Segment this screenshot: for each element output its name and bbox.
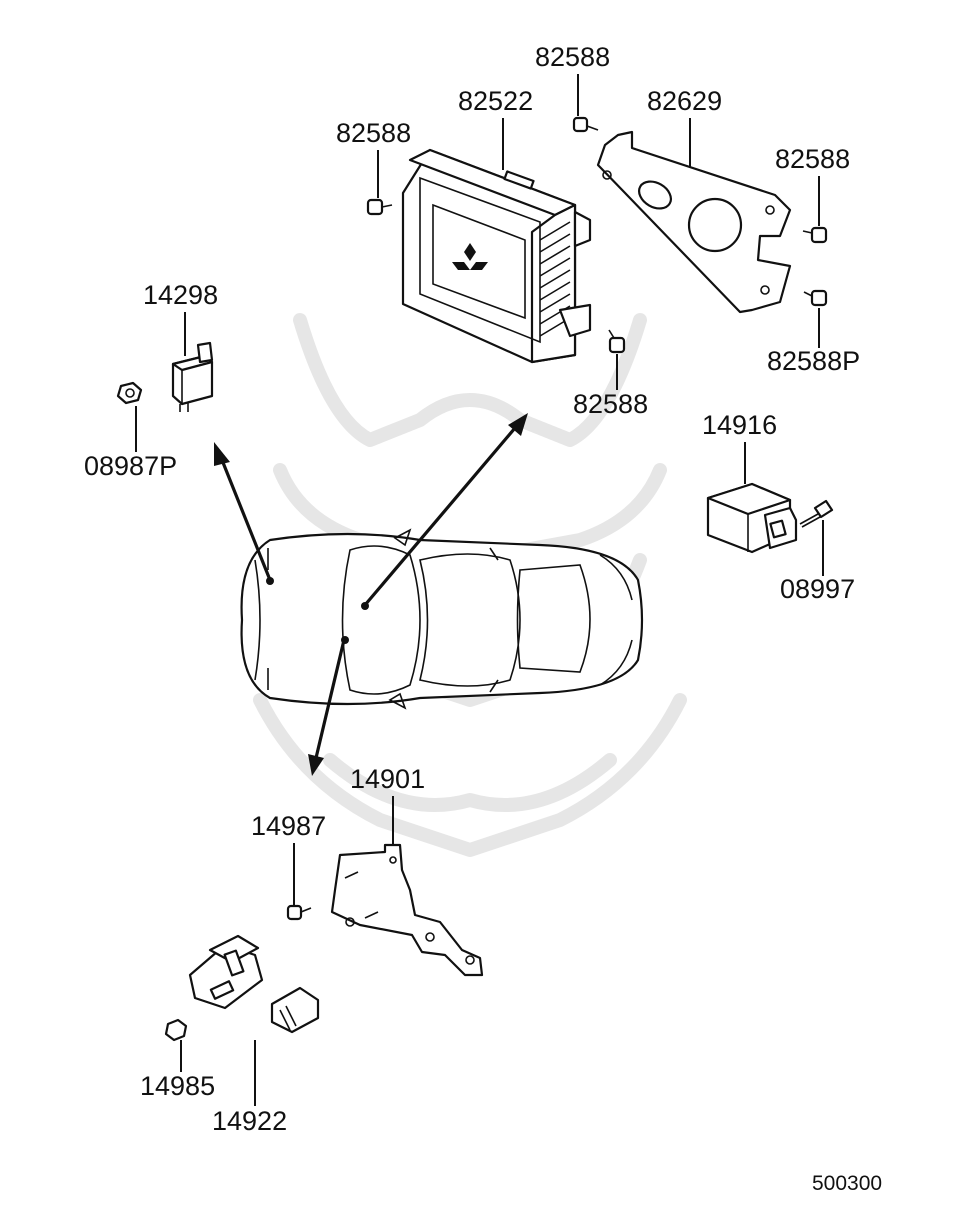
- diagram-number: 500300: [812, 1172, 882, 1195]
- label-nut-relay: 08987P: [84, 451, 177, 481]
- car-top-view: [240, 528, 644, 710]
- nut-relay: [116, 381, 143, 405]
- bracket-lower: [330, 843, 484, 977]
- bracket-upper: [596, 130, 792, 314]
- label-ecu: 82522: [458, 86, 533, 116]
- nut-lower-left: [164, 1018, 188, 1042]
- label-nut-lower-left: 14985: [140, 1071, 215, 1101]
- arrows: [214, 413, 528, 776]
- label-relay: 14298: [143, 280, 218, 310]
- label-bolt-lower: 82588: [573, 389, 648, 419]
- label-bolt-right: 82588: [775, 144, 850, 174]
- label-control-unit: 14916: [702, 410, 777, 440]
- bolt-left: [366, 198, 393, 216]
- three-diamond-logo-icon: [452, 243, 488, 270]
- label-bolt-top: 82588: [535, 42, 610, 72]
- label-bolt-left: 82588: [336, 118, 411, 148]
- bolt-top: [572, 116, 599, 133]
- label-bracket: 82629: [647, 86, 722, 116]
- control-unit: [706, 482, 798, 554]
- bolt-control-unit: [799, 499, 834, 528]
- label-bracket-lower: 14901: [350, 764, 425, 794]
- label-bolt-control-unit: 08997: [780, 574, 855, 604]
- relay: [171, 341, 214, 412]
- label-bolt-lower-left: 14987: [251, 811, 326, 841]
- bolt-lower: [608, 329, 626, 354]
- label-bolt-right-p: 82588P: [767, 346, 860, 376]
- wire-harness: [188, 928, 320, 1037]
- bolt-right-p: [803, 289, 828, 307]
- bolt-lower-left: [286, 904, 312, 921]
- ecu-unit: [401, 148, 592, 364]
- label-harness: 14922: [212, 1106, 287, 1136]
- bolt-right: [802, 226, 828, 244]
